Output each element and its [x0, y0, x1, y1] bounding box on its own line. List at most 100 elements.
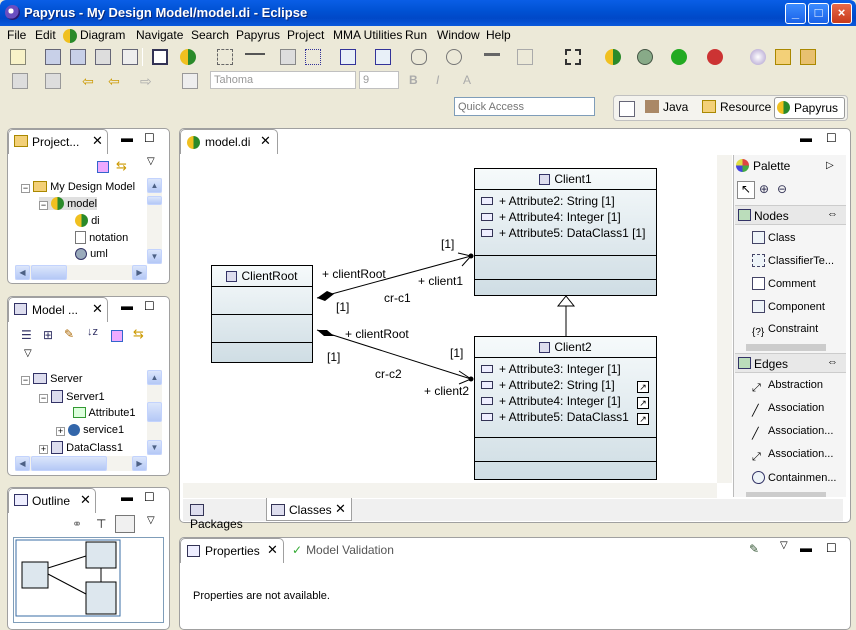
attribute-compartment[interactable]: + Attribute2: String [1] + Attribute4: I…: [475, 189, 656, 255]
horizontal-scrollbar[interactable]: ◀▶: [15, 456, 147, 471]
filter-icon[interactable]: ✎: [64, 327, 75, 341]
open-folder-icon[interactable]: [775, 49, 791, 65]
nested-compartment[interactable]: [475, 461, 656, 479]
attribute-row[interactable]: + Attribute4: Integer [1]: [481, 210, 621, 224]
pin-icon[interactable]: ⇔: [827, 356, 838, 368]
collapse-toggle[interactable]: −: [21, 183, 30, 193]
papyrus-icon-2[interactable]: [605, 49, 621, 65]
association-cr-c1-line[interactable]: [316, 255, 472, 299]
font-size-select[interactable]: 9: [359, 71, 399, 89]
attribute-row[interactable]: + Attribute2: String [1]: [481, 194, 615, 208]
menu-window[interactable]: Window: [437, 28, 480, 42]
menu-project[interactable]: Project: [287, 28, 325, 42]
diagram-tab-classes[interactable]: Classes✕: [266, 498, 352, 521]
collapse-all-icon[interactable]: [97, 161, 109, 173]
palette-nodes-scroll-indicator[interactable]: [746, 344, 826, 351]
list-icon[interactable]: ☰: [21, 328, 32, 342]
minimize-view-icon[interactable]: ▬: [800, 541, 812, 555]
view-menu-icon[interactable]: ▽: [147, 156, 155, 167]
distribute-icon[interactable]: [484, 53, 500, 56]
tree-item-dataclass1[interactable]: + DataClass1: [39, 441, 123, 454]
palette-tool-classifier-template[interactable]: ClassifierTe...: [752, 254, 834, 267]
copy-format-icon[interactable]: [280, 49, 296, 65]
collapse-toggle[interactable]: −: [39, 200, 48, 210]
assoc1-target-role[interactable]: + client1: [418, 274, 464, 288]
papyrus-new-icon[interactable]: [180, 49, 196, 65]
palette-tool-class[interactable]: Class: [752, 231, 796, 244]
tree-item-di[interactable]: di: [75, 214, 100, 227]
assoc1-source-role[interactable]: + clientRoot: [322, 267, 386, 281]
expand-toggle[interactable]: +: [39, 444, 48, 454]
font-color-button[interactable]: A: [463, 73, 472, 87]
diagram-tab-packages[interactable]: Packages: [186, 500, 264, 531]
outline-tab[interactable]: Outline ✕: [8, 488, 96, 513]
assoc2-target-role[interactable]: + client2: [424, 384, 470, 398]
collapse-toggle[interactable]: −: [39, 393, 48, 403]
palette-collapse-icon[interactable]: ▷: [826, 160, 834, 171]
select-icon[interactable]: [217, 49, 233, 65]
tree-item-model[interactable]: − model: [39, 197, 98, 210]
attribute-row[interactable]: + Attribute2: String [1]: [481, 378, 615, 392]
italic-button[interactable]: I: [436, 73, 440, 87]
assoc1-target-multiplicity[interactable]: [1]: [441, 237, 455, 251]
font-family-select[interactable]: Tahoma: [210, 71, 356, 89]
vertical-scrollbar[interactable]: ▲▼: [147, 178, 162, 264]
tree-item-server1[interactable]: − Server1: [39, 390, 105, 403]
attribute-row[interactable]: + Attribute5: DataClass1 [1]: [481, 226, 645, 240]
menu-search[interactable]: Search: [191, 28, 230, 42]
link-editor-icon[interactable]: ⇆: [133, 326, 144, 341]
view-menu-icon[interactable]: ▽: [147, 515, 155, 526]
model-validation-tab[interactable]: ✓Model Validation: [292, 543, 394, 557]
maximize-button[interactable]: □: [808, 3, 829, 24]
scroll-right-button[interactable]: ▶: [132, 456, 147, 471]
select-tool-icon[interactable]: ↖: [737, 181, 755, 199]
maximize-view-icon[interactable]: ☐: [826, 541, 837, 555]
scroll-up-button[interactable]: ▲: [147, 178, 162, 193]
link-editor-icon[interactable]: ⇆: [116, 158, 127, 173]
menu-diagram[interactable]: Diagram: [80, 28, 126, 42]
palette-tool-component[interactable]: Component: [752, 300, 825, 313]
editor-tab-model-di[interactable]: model.di ✕: [180, 129, 278, 154]
new-icon[interactable]: [10, 49, 26, 65]
palette-drawer-edges[interactable]: Edges ⇔: [735, 353, 846, 373]
minimize-view-icon[interactable]: ▬: [121, 131, 133, 145]
route-icon[interactable]: [446, 49, 462, 65]
binary-icon[interactable]: [122, 49, 138, 65]
association-cr-c2-line[interactable]: [316, 329, 472, 380]
nested-compartment[interactable]: [212, 342, 312, 362]
minimize-editor-icon[interactable]: ▬: [800, 131, 812, 145]
pin-icon[interactable]: ⇔: [827, 208, 838, 220]
outline-thumbnail[interactable]: [13, 537, 164, 623]
scroll-up-button[interactable]: ▲: [147, 370, 162, 385]
vertical-scrollbar[interactable]: ▲▼: [147, 370, 162, 455]
forward-icon[interactable]: ⇨: [140, 73, 152, 89]
cut-icon[interactable]: [12, 73, 28, 89]
collapse-all-icon[interactable]: [111, 330, 123, 342]
minimize-button[interactable]: _: [785, 3, 806, 24]
external-tools-icon[interactable]: [707, 49, 723, 65]
attribute-row[interactable]: + Attribute3: Integer [1]: [481, 362, 621, 376]
palette-tool-constraint[interactable]: {?}Constraint: [752, 323, 818, 340]
model-explorer-tab[interactable]: Model ... ✕: [8, 297, 108, 322]
close-icon[interactable]: ✕: [267, 542, 278, 557]
tree-icon[interactable]: ⊞: [43, 328, 54, 342]
maximize-view-icon[interactable]: ☐: [144, 490, 155, 504]
class-client1[interactable]: Client1 + Attribute2: String [1] + Attri…: [474, 168, 657, 296]
nested-compartment[interactable]: [475, 279, 656, 295]
scroll-left-button[interactable]: ◀: [15, 456, 30, 471]
collapse-toggle[interactable]: −: [21, 375, 30, 385]
minimize-view-icon[interactable]: ▬: [121, 490, 133, 504]
palette-tool-association[interactable]: ╱Association: [752, 402, 824, 417]
maximize-view-icon[interactable]: ☐: [144, 299, 155, 313]
menu-run[interactable]: Run: [405, 28, 428, 42]
assoc2-source-role[interactable]: + clientRoot: [345, 327, 409, 341]
run-icon[interactable]: [671, 49, 687, 65]
scroll-down-button[interactable]: ▼: [147, 249, 162, 264]
perspective-java[interactable]: Java: [645, 100, 688, 114]
palette-tool-containment[interactable]: Containmen...: [752, 471, 836, 484]
assoc1-source-multiplicity[interactable]: [1]: [336, 300, 350, 314]
pin-view-icon[interactable]: ✎: [749, 542, 760, 556]
maximize-editor-icon[interactable]: ☐: [826, 131, 837, 145]
horizontal-scrollbar[interactable]: ◀▶: [15, 265, 147, 280]
save-icon[interactable]: [45, 49, 61, 65]
